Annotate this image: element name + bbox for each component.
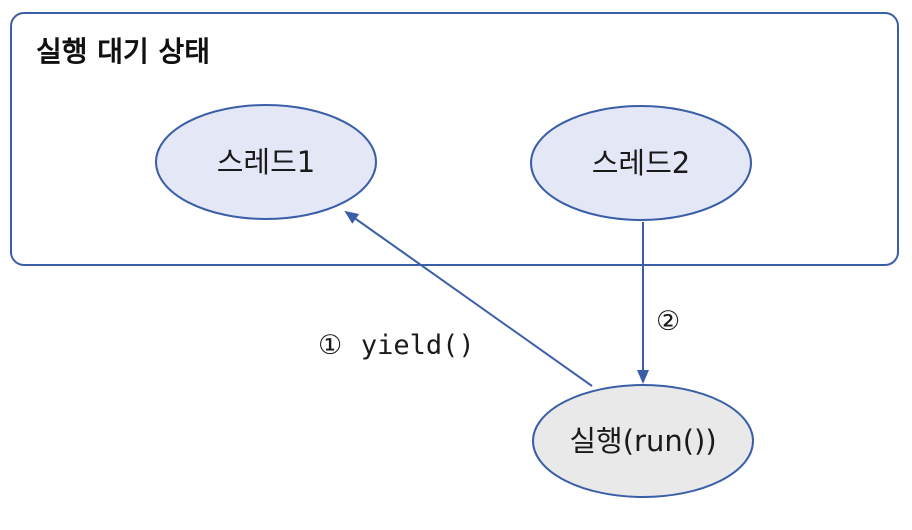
running-node: 실행(run()) <box>532 384 754 498</box>
running-ellipse <box>532 384 754 498</box>
dispatch-step-marker: ② <box>656 306 680 337</box>
yield-edge-label: ① yield() <box>318 330 475 361</box>
dispatch-edge: ② <box>637 222 680 384</box>
thread2-node: 스레드2 <box>530 105 752 221</box>
running-label: 실행(run()) <box>569 424 716 458</box>
ready-state-title: 실행 대기 상태 <box>36 35 210 68</box>
thread1-ellipse <box>155 104 377 220</box>
ready-state-container: 실행 대기 상태 <box>10 12 899 266</box>
yield-step-marker: ① <box>318 330 342 361</box>
yield-arrow <box>344 210 593 387</box>
thread2-label: 스레드2 <box>592 146 691 180</box>
thread1-node: 스레드1 <box>155 104 377 220</box>
thread2-ellipse <box>530 105 752 221</box>
yield-method-label: yield() <box>361 330 475 361</box>
yield-edge: ① yield() <box>318 210 593 387</box>
ready-state-box <box>10 12 899 266</box>
thread1-label: 스레드1 <box>217 145 316 179</box>
